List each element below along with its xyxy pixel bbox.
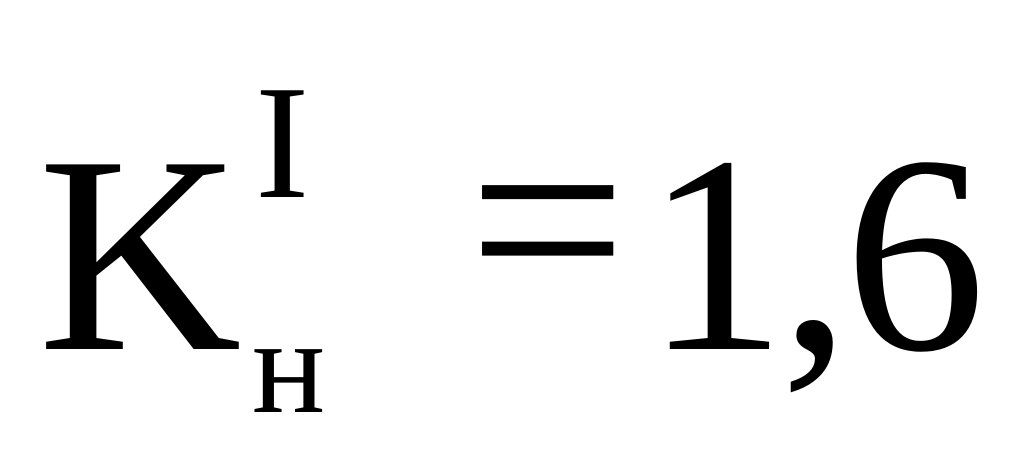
formula-superscript: I xyxy=(255,53,310,233)
formula-subscript: н xyxy=(252,290,326,442)
formula-value: 1,6 xyxy=(645,98,985,410)
formula-base-symbol: K xyxy=(38,98,242,410)
formula-equals-sign: = xyxy=(468,63,628,375)
